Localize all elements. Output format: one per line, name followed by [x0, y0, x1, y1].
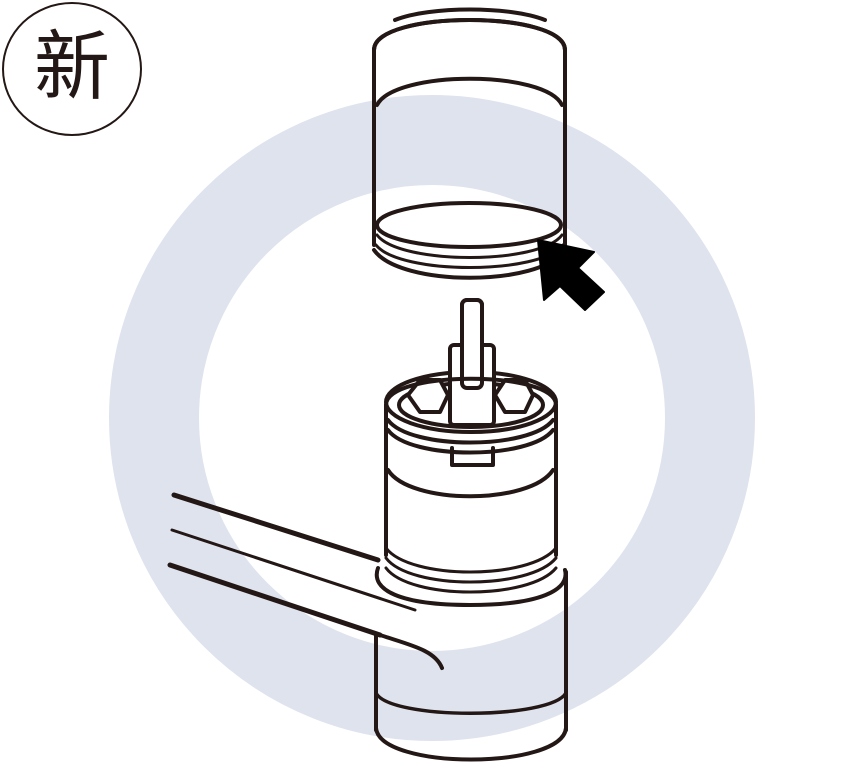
faucet-body	[374, 566, 568, 762]
arrow-icon	[537, 239, 605, 311]
cartridge	[384, 298, 558, 594]
background-ring	[109, 95, 755, 741]
new-badge-label: 新	[34, 22, 110, 111]
new-badge: 新	[2, 2, 142, 136]
spout	[167, 492, 444, 670]
